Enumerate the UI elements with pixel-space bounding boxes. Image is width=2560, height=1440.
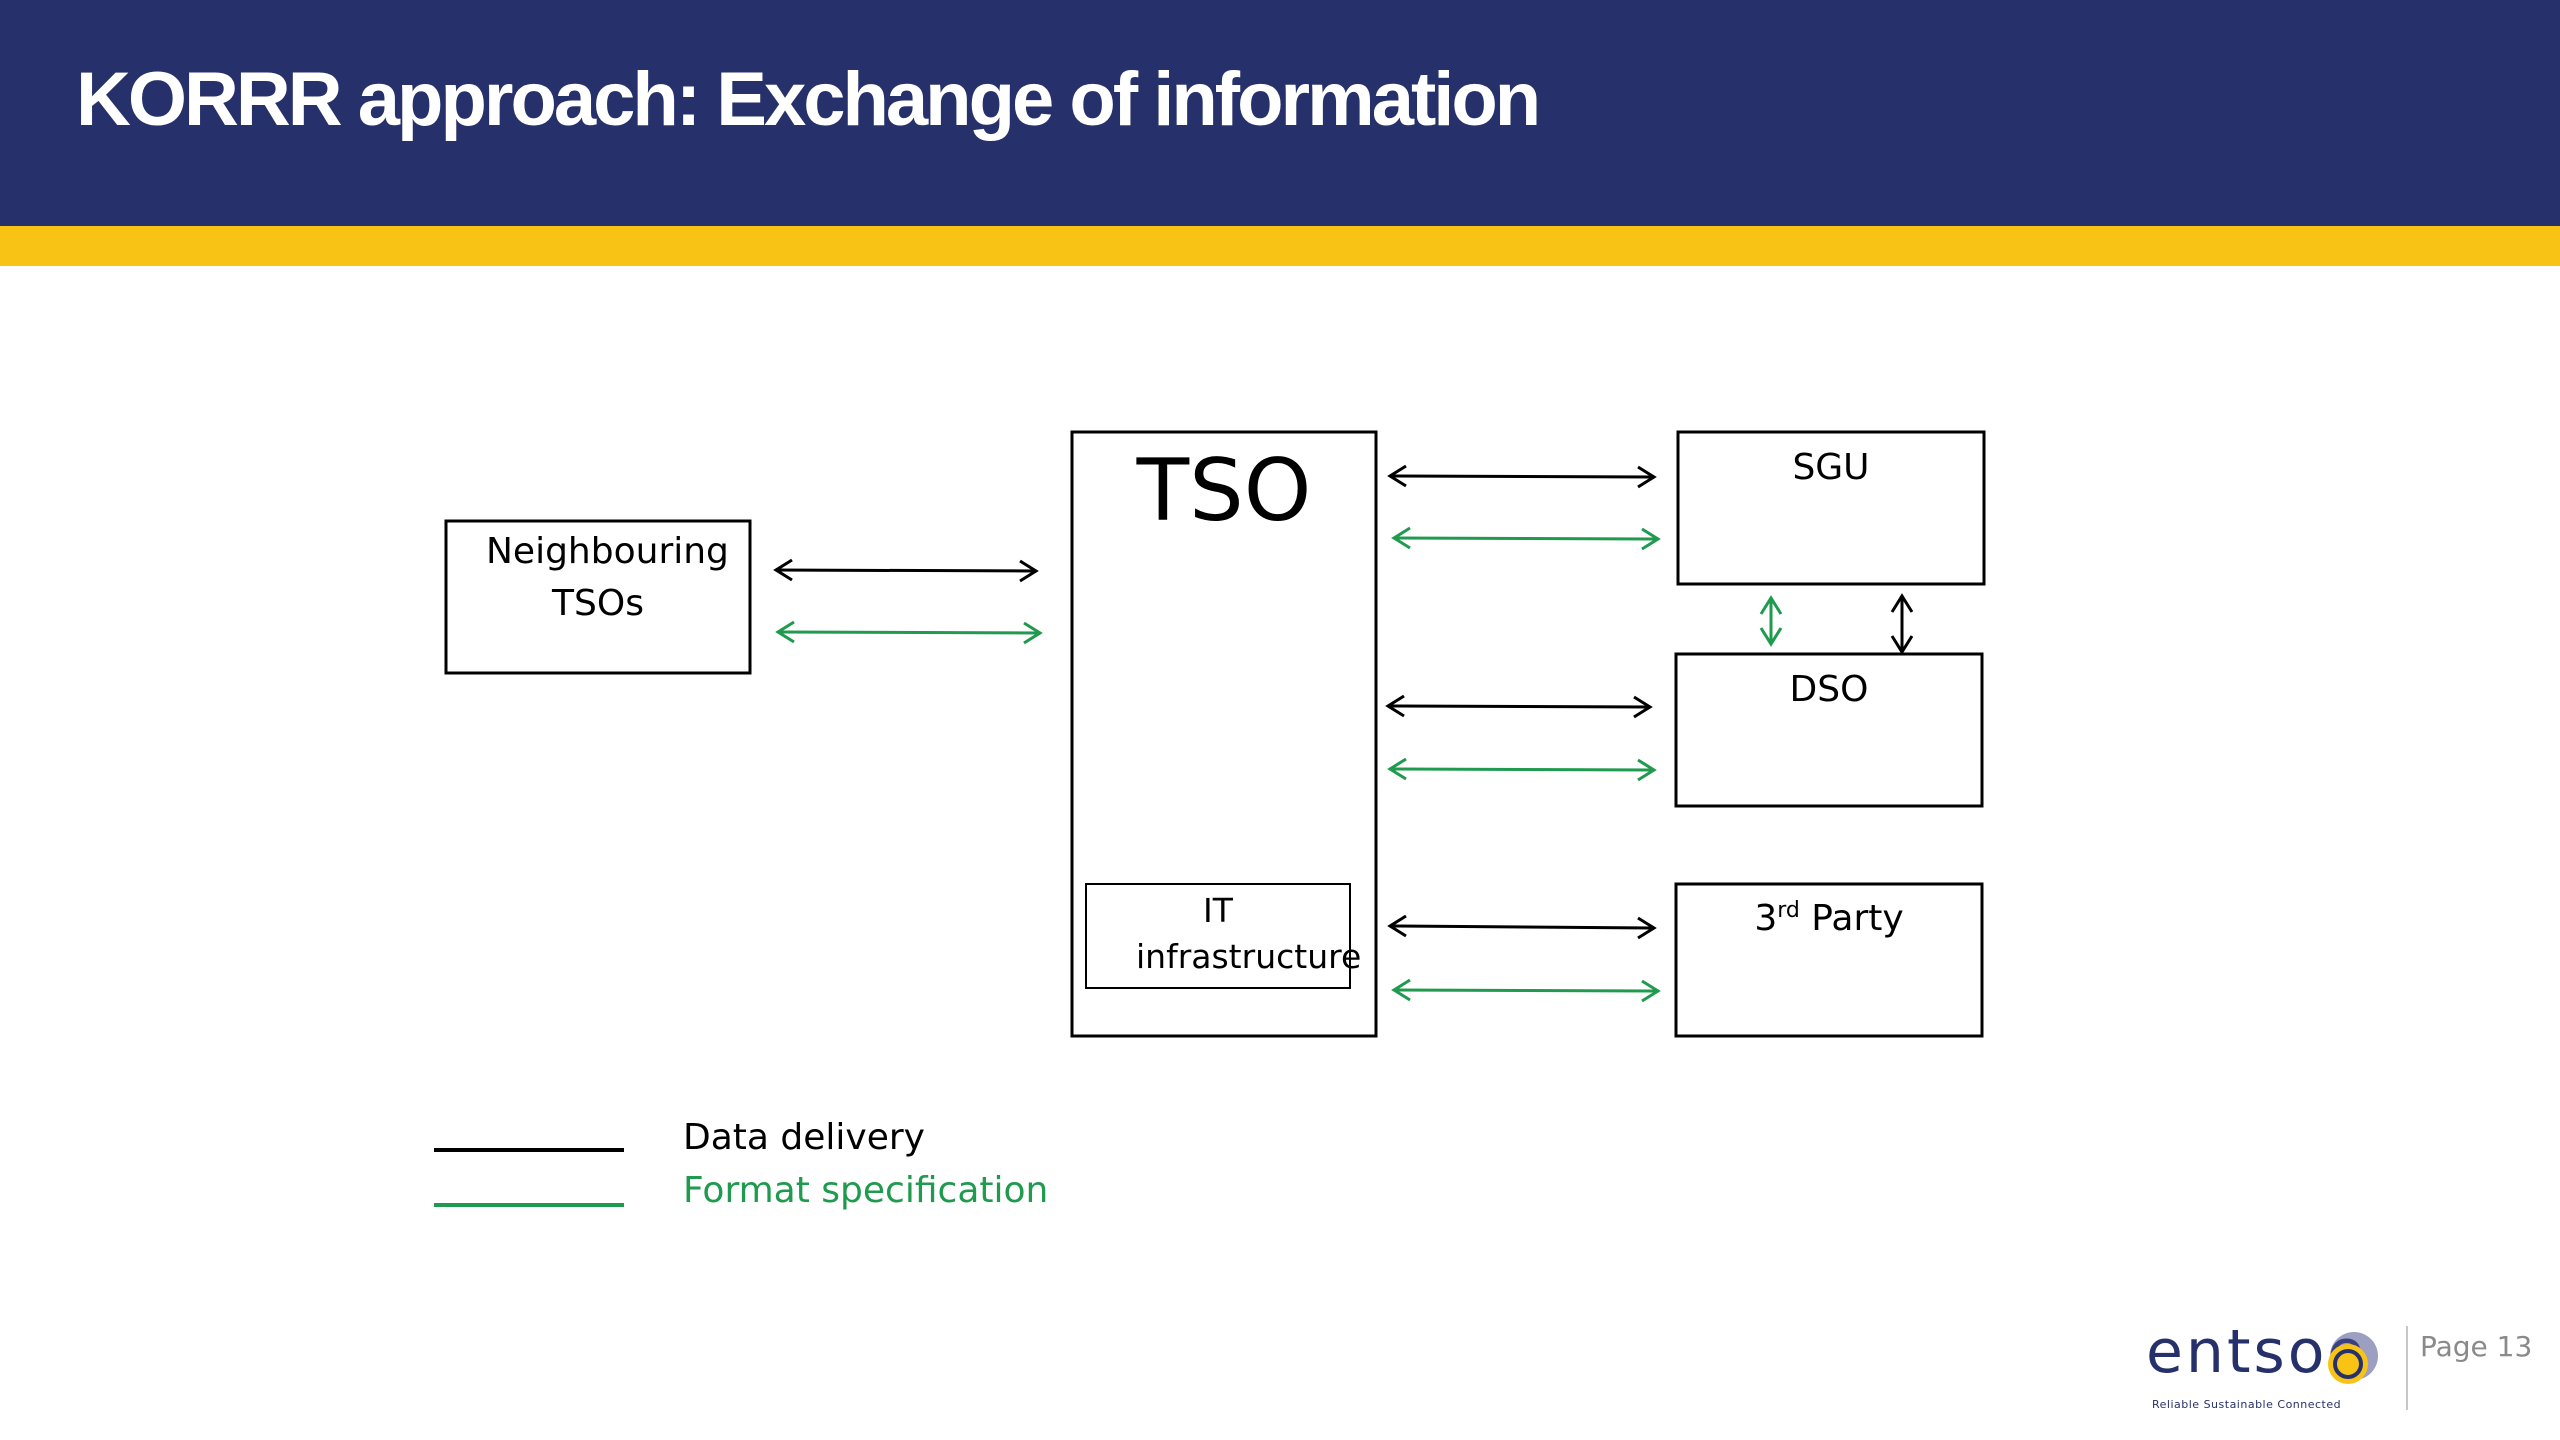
footer-divider — [2406, 1326, 2408, 1410]
entsoe-logo: entsoe Reliable Sustainable Connected — [2146, 1322, 2396, 1412]
arrow-sgu-dso-data — [1890, 593, 1914, 655]
third-party-label: 3rd Party — [1676, 893, 1982, 945]
logo-mark-icon — [2328, 1332, 2378, 1384]
sgu-label: SGU — [1792, 447, 1870, 488]
legend-format-specification-label: Format specification — [683, 1170, 1049, 1211]
arrow-tso-sgu-data — [1387, 464, 1657, 489]
dso-box — [1674, 652, 1984, 808]
it-infrastructure-box — [1085, 883, 1351, 989]
arrow-sgu-dso-format — [1759, 595, 1783, 647]
arrow-neighbouring-tso-format — [775, 620, 1043, 645]
tso-label: TSO — [1136, 441, 1312, 541]
slide-title: KORRR approach: Exchange of information — [76, 57, 1541, 142]
arrow-tso-third-party-data — [1387, 914, 1657, 940]
third-party-label-text: Party — [1799, 898, 1904, 939]
legend-data-delivery-label: Data delivery — [683, 1117, 925, 1158]
arrow-tso-dso-format — [1387, 757, 1657, 782]
neighbouring-tsos-box — [444, 519, 752, 675]
accent-bar — [0, 226, 2560, 266]
it-infrastructure-label: IT infrastructure — [1136, 891, 1362, 976]
page-number: Page 13 — [2420, 1330, 2533, 1363]
third-party-box — [1674, 882, 1984, 1038]
arrow-tso-dso-data — [1385, 694, 1653, 719]
logo-tagline: Reliable Sustainable Connected — [2152, 1398, 2342, 1411]
arrow-neighbouring-tso-data — [773, 558, 1039, 583]
header-bar: KORRR approach: Exchange of information — [0, 0, 2560, 226]
logo-wordmark: entsoe — [2146, 1317, 2368, 1387]
dso-label: DSO — [1789, 669, 1869, 710]
sgu-box — [1676, 430, 1986, 586]
third-party-label-suffix: rd — [1777, 898, 1800, 923]
third-party-label-number: 3 — [1754, 898, 1778, 939]
neighbouring-tsos-label: Neighbouring TSOs — [486, 531, 729, 624]
arrow-tso-sgu-format — [1391, 526, 1661, 551]
arrow-tso-third-party-format — [1391, 978, 1661, 1003]
